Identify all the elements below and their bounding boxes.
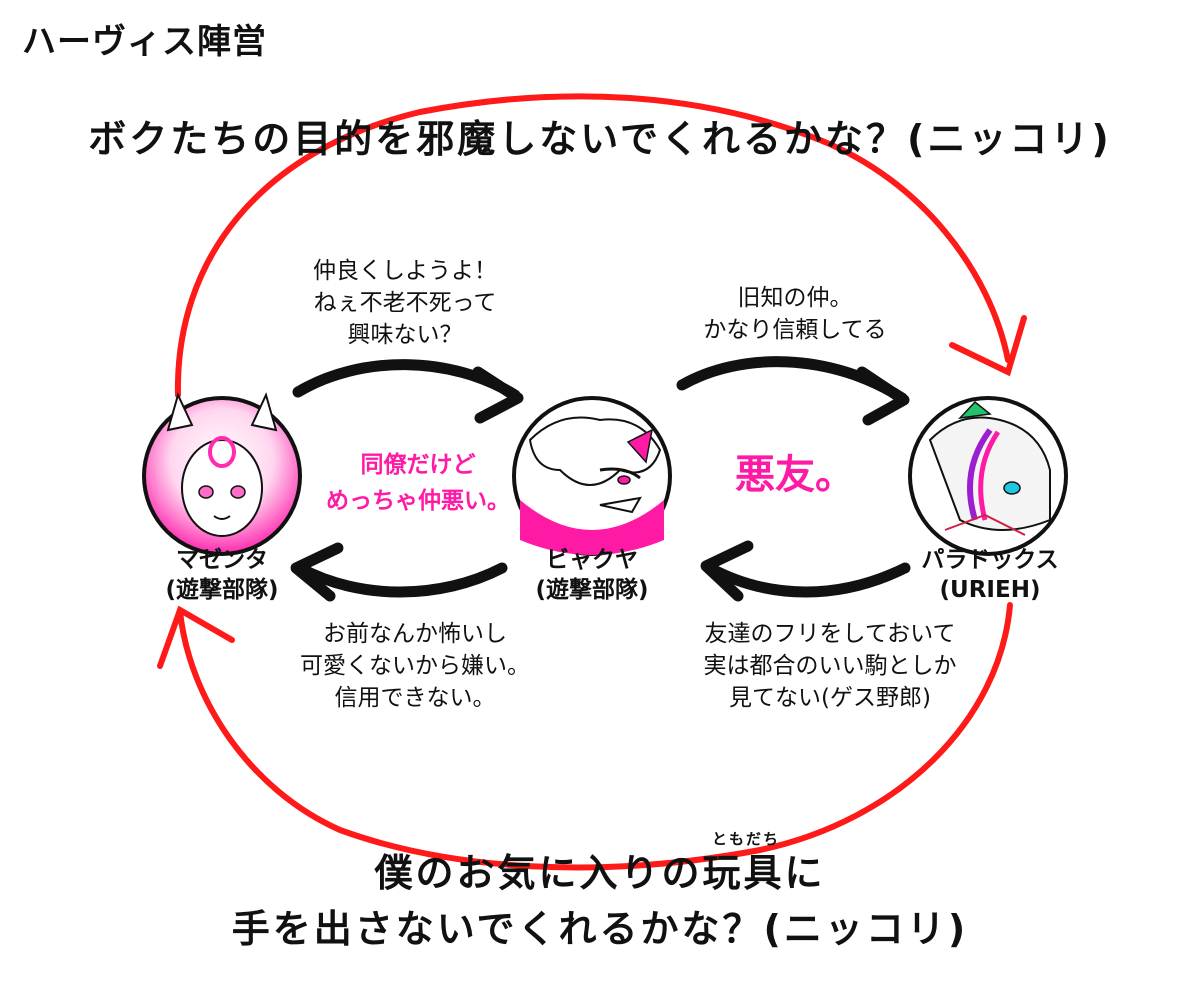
quote-bottom-line1: 僕のお気に入りの玩具に [260, 842, 940, 897]
speech-line: お前なんか怖いし [270, 618, 560, 650]
character-name: マゼンタ [122, 545, 322, 575]
character-group: (URIEH) [880, 575, 1100, 605]
speech-line: 仲良くしようよ！ [270, 255, 540, 287]
arrow-byakuya-to-paradox-head [862, 372, 904, 420]
note-line: 同僚だけど [318, 447, 518, 483]
character-name: ビャクヤ [492, 545, 692, 575]
portrait-byakuya [514, 398, 670, 555]
speech-line: 実は都合のいい駒としか [650, 650, 1010, 682]
speech-paradox-to-byakuya: 友達のフリをしておいて 実は都合のいい駒としか 見てない(ゲス野郎) [650, 618, 1010, 714]
speech-byakuya-to-paradox: 旧知の仲。 かなり信頼してる [660, 282, 930, 346]
quote-top: ボクたちの目的を邪魔しないでくれるかな？(ニッコリ) [60, 108, 1140, 163]
quote-bottom-line2: 手を出さないでくれるかな？(ニッコリ) [160, 898, 1040, 953]
note-byakuya-paradox: 悪友。 [700, 450, 890, 500]
portrait-magenta [144, 395, 300, 554]
character-group: (遊撃部隊) [122, 575, 322, 605]
character-label-paradox: パラドックス (URIEH) [880, 545, 1100, 605]
arrow-magenta-to-byakuya-head [478, 372, 518, 418]
character-group: (遊撃部隊) [492, 575, 692, 605]
speech-line: 興味ない？ [270, 319, 540, 351]
note-magenta-byakuya: 同僚だけど めっちゃ仲悪い。 [318, 447, 518, 519]
speech-line: 見てない(ゲス野郎) [650, 682, 1010, 714]
page-title: ハーヴィス陣営 [22, 14, 267, 63]
note-line: めっちゃ仲悪い。 [318, 483, 518, 519]
portrait-paradox [910, 398, 1066, 554]
speech-magenta-to-byakuya: 仲良くしようよ！ ねぇ不老不死って 興味ない？ [270, 255, 540, 351]
speech-line: ねぇ不老不死って [270, 287, 540, 319]
character-name: パラドックス [880, 545, 1100, 575]
speech-line: 友達のフリをしておいて [650, 618, 1010, 650]
arrow-paradox-to-byakuya [710, 568, 905, 592]
arrow-byakuya-to-magenta [300, 568, 502, 592]
red-arrowhead-right [952, 318, 1024, 372]
character-label-magenta: マゼンタ (遊撃部隊) [122, 545, 322, 605]
speech-line: 信用できない。 [270, 682, 560, 714]
red-arrowhead-left [160, 610, 232, 666]
speech-byakuya-to-magenta: お前なんか怖いし 可愛くないから嫌い。 信用できない。 [270, 618, 560, 714]
speech-line: 旧知の仲。 [660, 282, 930, 314]
speech-line: かなり信頼してる [660, 314, 930, 346]
character-label-byakuya: ビャクヤ (遊撃部隊) [492, 545, 692, 605]
speech-line: 可愛くないから嫌い。 [270, 650, 560, 682]
